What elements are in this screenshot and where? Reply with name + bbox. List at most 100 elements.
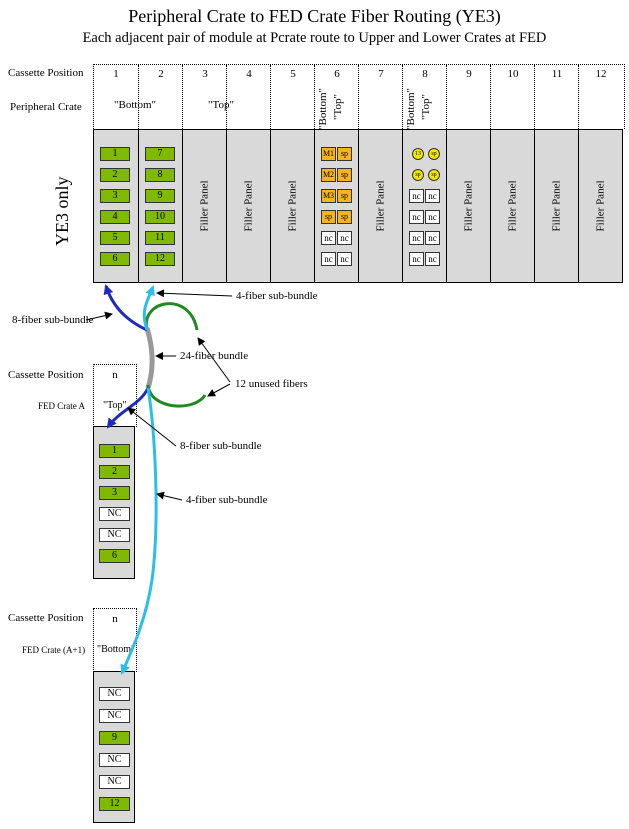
header-col-5: 5	[270, 65, 315, 129]
fed-box: NC	[99, 753, 130, 767]
module-box: 11	[145, 231, 175, 245]
spare-box: sp	[321, 210, 336, 224]
diagram-title: Peripheral Crate to FED Crate Fiber Rout…	[128, 6, 501, 26]
position-number: 7	[378, 68, 384, 80]
label-eight-fiber-left: 8-fiber sub-bundle	[12, 314, 94, 326]
nc-box: nc	[337, 231, 352, 245]
fed-crate-a: 1 2 3 NC NC 6	[93, 426, 135, 579]
nc-box: nc	[409, 231, 424, 245]
module-box: 5	[100, 231, 130, 245]
fed-box: 2	[99, 465, 130, 479]
nc-box: nc	[409, 210, 424, 224]
nc-box: nc	[425, 210, 440, 224]
crate-col-1: 1 2 3 4 5 6	[94, 130, 138, 282]
fed-a-cassette-label: Cassette Position	[8, 369, 84, 381]
module-box: 9	[145, 189, 175, 203]
crate-col-3: Filler Panel	[182, 130, 227, 282]
crate-col-12: Filler Panel	[578, 130, 623, 282]
dark-blue-fiber-top	[103, 284, 148, 332]
crate-col-2: 7 8 9 10 11 12	[138, 130, 183, 282]
dark-blue-fiber-fed-a	[106, 387, 150, 429]
fed-box: 9	[99, 731, 130, 745]
nc-box: nc	[425, 189, 440, 203]
module-box: 10	[145, 210, 175, 224]
position-number: 5	[290, 68, 296, 80]
diagram-subtitle: Each adjacent pair of module at Pcrate r…	[82, 30, 547, 46]
peripheral-crate-label: Peripheral Crate	[10, 101, 82, 113]
position-number: 12	[595, 68, 607, 80]
position-number: 1	[113, 68, 119, 80]
header-col-10: 10	[490, 65, 535, 129]
spare-box: M1	[321, 147, 336, 161]
header-col-12: 12	[578, 65, 623, 129]
yellow-circle: sp	[428, 148, 440, 160]
yellow-circle: 13	[412, 148, 424, 160]
fed-a1-pos: n	[112, 613, 118, 625]
module-box: 3	[100, 189, 130, 203]
module-box: 4	[100, 210, 130, 224]
crate-col-6: M1 sp M2 sp M3 sp sp sp nc nc nc nc	[314, 130, 359, 282]
fed-crate-a1: NC NC 9 NC NC 12	[93, 671, 135, 823]
crate-col-9: Filler Panel	[446, 130, 491, 282]
nc-box: nc	[321, 252, 336, 266]
fed-box: NC	[99, 775, 130, 789]
peripheral-crate: 1 2 3 4 5 6 7 8 9 10 11 12 Filler Panel …	[93, 129, 623, 283]
fed-box: 6	[99, 549, 130, 563]
header-col-9: 9	[446, 65, 491, 129]
module-box: 2	[100, 168, 130, 182]
pcrate-header: 1 2 3 4 5 6 7 8 9 10 11 12	[93, 64, 625, 129]
top-slot-label: "Top"	[208, 99, 234, 111]
fed-a-pos: n	[112, 369, 118, 381]
fed-a-header: n	[93, 364, 137, 427]
module-box: 1	[100, 147, 130, 161]
header-col-2: 2	[138, 65, 183, 129]
crate-col-10: Filler Panel	[490, 130, 535, 282]
crate-col-8: 13 sp sp sp nc nc nc nc nc nc nc nc	[402, 130, 447, 282]
spare-box: sp	[337, 168, 352, 182]
fed-box: NC	[99, 507, 130, 521]
spare-box: sp	[337, 189, 352, 203]
arrow-unused-lower	[207, 383, 231, 397]
spare-box: sp	[337, 147, 352, 161]
green-unused-fibers-lower	[146, 384, 207, 408]
crate-col-11: Filler Panel	[534, 130, 579, 282]
light-blue-fiber-top	[142, 285, 155, 331]
green-unused-fibers-upper	[144, 302, 199, 331]
gray-24-fiber-bundle	[144, 327, 155, 389]
fed-a1-slot-label: "Bottom"	[97, 644, 136, 655]
fed-a-slot-label: "Top"	[103, 400, 127, 411]
fed-box: 1	[99, 444, 130, 458]
yellow-circle: sp	[428, 169, 440, 181]
label-unused: 12 unused fibers	[235, 378, 308, 390]
arrow-four-fiber-top	[156, 289, 233, 298]
header-col-3: 3	[182, 65, 227, 129]
crate-col-4: Filler Panel	[226, 130, 271, 282]
module-box: 12	[145, 252, 175, 266]
fed-box: 3	[99, 486, 130, 500]
header-col-8: 8	[402, 65, 447, 129]
label-four-fiber-top: 4-fiber sub-bundle	[236, 290, 318, 302]
position-number: 6	[334, 68, 340, 80]
nc-box: nc	[409, 189, 424, 203]
position-number: 8	[422, 68, 428, 80]
arrow-unused-upper	[197, 337, 231, 383]
module-box: 8	[145, 168, 175, 182]
fed-box: NC	[99, 709, 130, 723]
module-box: 7	[145, 147, 175, 161]
light-blue-fiber-fed-a1	[120, 387, 158, 675]
position-number: 2	[158, 68, 164, 80]
nc-box: nc	[425, 252, 440, 266]
spare-box: sp	[337, 210, 352, 224]
position-number: 3	[202, 68, 208, 80]
crate-col-5: Filler Panel	[270, 130, 315, 282]
yellow-circle: sp	[412, 169, 424, 181]
label-four-fiber-mid: 4-fiber sub-bundle	[186, 494, 268, 506]
nc-box: nc	[425, 231, 440, 245]
bottom-slot-label: "Bottom"	[114, 99, 156, 111]
header-col-4: 4	[226, 65, 271, 129]
header-col-1: 1	[94, 65, 138, 129]
spare-box: M2	[321, 168, 336, 182]
header-col-6: 6	[314, 65, 359, 129]
label-eight-fiber-mid: 8-fiber sub-bundle	[180, 440, 262, 452]
